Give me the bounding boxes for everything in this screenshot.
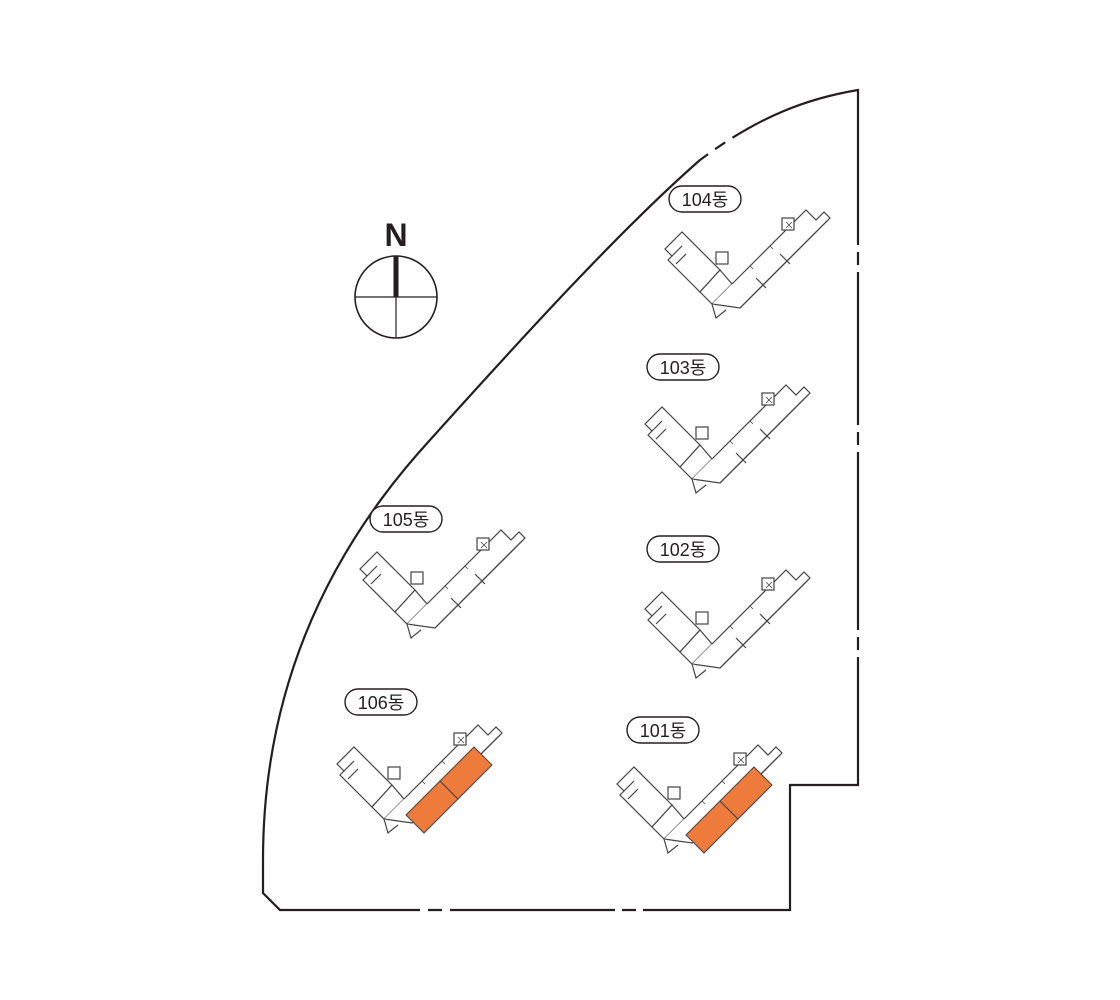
building-label-105: 105동 <box>369 505 443 533</box>
building-104 <box>664 209 831 319</box>
building-103 <box>644 384 811 494</box>
building-label-102: 102동 <box>646 535 720 563</box>
svg-text:102동: 102동 <box>660 540 707 560</box>
svg-text:101동: 101동 <box>640 721 687 741</box>
north-compass: N <box>354 217 438 339</box>
svg-text:104동: 104동 <box>682 190 729 210</box>
building-label-103: 103동 <box>646 353 720 381</box>
building-label-104: 104동 <box>668 185 742 213</box>
svg-text:103동: 103동 <box>660 358 707 378</box>
svg-text:105동: 105동 <box>383 510 430 530</box>
building-label-101: 101동 <box>626 716 700 744</box>
building-label-106: 106동 <box>344 688 418 716</box>
building-102 <box>644 569 811 679</box>
compass-north-label: N <box>384 217 407 253</box>
building-106 <box>336 724 503 834</box>
svg-text:106동: 106동 <box>358 693 405 713</box>
building-101 <box>616 744 783 854</box>
site-boundary <box>261 88 860 912</box>
boundary-gaps <box>263 134 861 913</box>
building-105 <box>359 529 526 639</box>
